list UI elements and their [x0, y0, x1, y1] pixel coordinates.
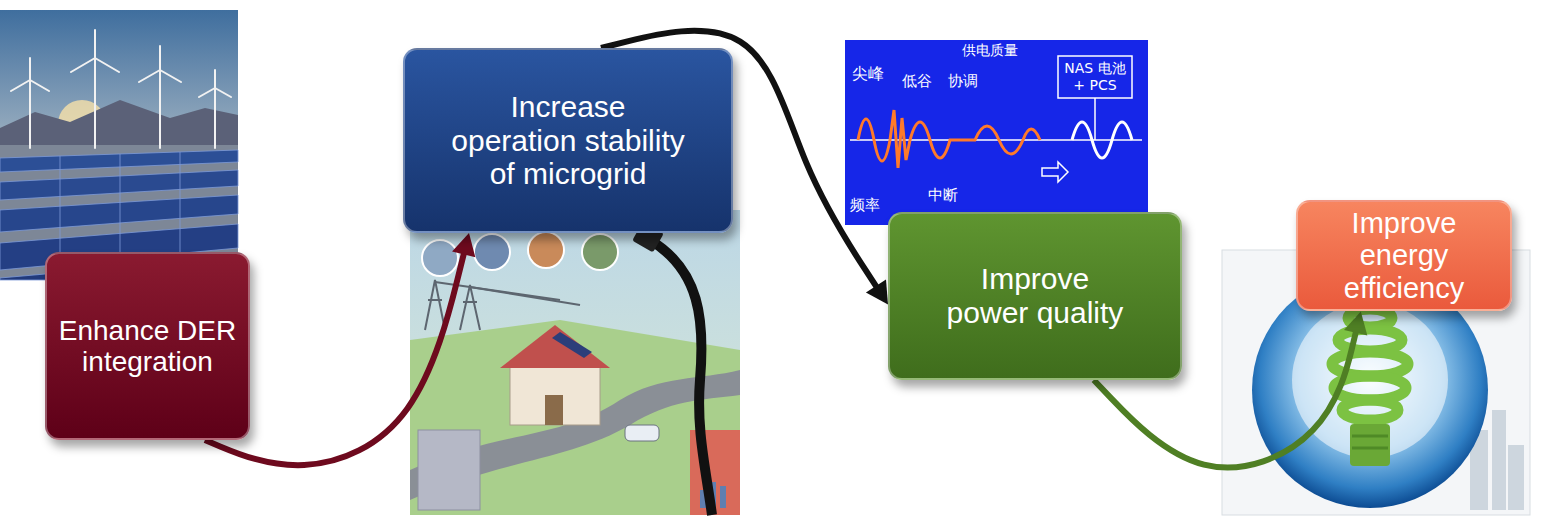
- wind-turbines-part: [139, 70, 160, 82]
- grid-bubbles-part: [474, 234, 510, 270]
- solar-panels-part: [0, 150, 238, 172]
- house-part: [510, 365, 600, 425]
- wind-turbines-part: [214, 70, 216, 88]
- hollow-arrow: [1042, 162, 1068, 182]
- power-quality-picture: [845, 40, 1148, 225]
- house: [500, 325, 610, 425]
- clean-wave: [1072, 122, 1132, 158]
- light-bulb-picture-part-part: [1352, 435, 1388, 438]
- wind-solar-picture-part: [0, 100, 238, 150]
- arrow-head: [1344, 311, 1367, 335]
- light-bulb-picture-part: [1292, 302, 1448, 458]
- bulb-base: [1350, 424, 1390, 466]
- skyline-part: [1492, 410, 1506, 510]
- wind-turbines: [11, 30, 231, 148]
- house-part: [500, 325, 610, 368]
- solar-panels-part: [0, 170, 238, 200]
- box-label: Improve energy efficiency: [1328, 207, 1480, 304]
- electric-car: [625, 425, 659, 441]
- grid-bubbles-part: [528, 232, 564, 268]
- bulb-spiral-part: [1342, 400, 1398, 420]
- plug-cable-part: [650, 240, 712, 515]
- light-bulb-picture-part-part: [1352, 447, 1388, 450]
- wind-turbines-part: [215, 88, 231, 97]
- picture-label: 尖峰: [852, 64, 884, 83]
- microgrid-picture: [410, 210, 740, 515]
- wind-turbines-part: [94, 30, 96, 58]
- power-towers-part: [460, 285, 480, 330]
- bar-chart-part: [720, 486, 726, 508]
- power-towers-part: [463, 301, 477, 303]
- wind-turbines-part: [159, 46, 161, 70]
- wind-solar-picture: [0, 10, 238, 280]
- box-label: Improve power quality: [942, 262, 1128, 329]
- ground: [410, 320, 740, 515]
- wind-turbines-part: [159, 70, 161, 148]
- wind-turbines-part: [29, 58, 31, 80]
- wind-turbines-part: [199, 88, 215, 97]
- power-quality-picture-part: [850, 139, 1142, 141]
- picture-label: NAS 电池 + PCS: [1062, 60, 1128, 94]
- power-quality-picture-part: [845, 40, 1148, 225]
- box-label: Increase operation stability of microgri…: [450, 90, 686, 191]
- wind-turbines-part: [71, 58, 95, 72]
- wind-turbines-part: [11, 80, 30, 91]
- microgrid-picture-part: [410, 210, 740, 515]
- picture-label: 供电质量: [962, 42, 1018, 59]
- process-box: Enhance DER integration: [45, 252, 250, 440]
- wind-turbines-part: [94, 58, 96, 148]
- process-box: Improve energy efficiency: [1296, 200, 1512, 311]
- picture-label: 频率: [850, 196, 880, 214]
- process-box: Increase operation stability of microgri…: [403, 48, 733, 233]
- wind-turbines-part: [95, 58, 119, 72]
- office-building: [418, 430, 480, 510]
- nas-box: [1058, 56, 1132, 98]
- process-box: Improve power quality: [888, 212, 1182, 380]
- bulb-spiral: [1332, 309, 1408, 420]
- skyline-part: [1508, 445, 1524, 510]
- wind-turbines-part: [214, 88, 216, 148]
- grid-bubbles-part: [582, 234, 618, 270]
- picture-label: 协调: [948, 72, 978, 90]
- power-towers-part: [470, 287, 580, 305]
- arrow-head: [452, 233, 475, 257]
- house-part: [545, 395, 563, 425]
- wind-turbines-part: [160, 70, 181, 82]
- grid-bubbles: [422, 232, 618, 276]
- picture-label: 低谷: [902, 72, 932, 90]
- plug-cable: [632, 221, 712, 515]
- light-bulb-picture-part: [1352, 436, 1388, 448]
- picture-label: 中断: [928, 186, 958, 204]
- power-towers-part: [425, 280, 445, 330]
- wind-solar-picture-part: [0, 10, 238, 280]
- power-quality-picture-part: [1094, 98, 1096, 140]
- house-part: [552, 332, 592, 358]
- power-towers-part: [428, 299, 442, 301]
- wind-turbines-part: [30, 80, 49, 91]
- grid-bubbles-part: [422, 240, 458, 276]
- box-label: Enhance DER integration: [55, 315, 240, 378]
- arrow-head: [866, 279, 888, 304]
- wind-turbines-part: [29, 80, 31, 148]
- distorted-wave: [858, 110, 1040, 168]
